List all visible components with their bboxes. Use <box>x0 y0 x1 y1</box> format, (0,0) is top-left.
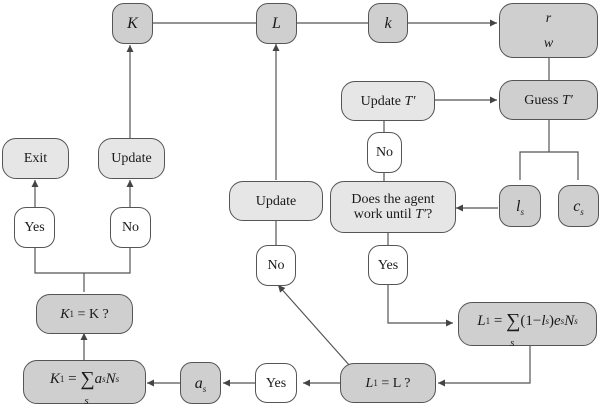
paren-close: ) <box>549 312 554 329</box>
edge-branch-ls-cs <box>519 151 579 180</box>
label-c-s: cs <box>573 197 584 217</box>
equation-rest: = K ? <box>74 306 109 322</box>
node-capital-l: L <box>256 3 297 44</box>
node-label: Update <box>111 151 152 166</box>
k-symbol: K <box>60 306 70 322</box>
sigma-glyph: ∑ <box>506 309 521 332</box>
label-r: r <box>545 10 552 26</box>
edge-branch-yes-no <box>34 247 131 274</box>
node-yes-k: Yes <box>14 207 55 248</box>
equation-rest: = L ? <box>377 375 411 391</box>
node-label: Guess <box>524 92 559 108</box>
node-label: K <box>127 15 138 32</box>
node-update-t-prime: Update T′ <box>341 81 435 121</box>
t-prime-symbol: T′ <box>415 207 427 222</box>
node-label: Yes <box>24 220 45 235</box>
base: a <box>194 374 203 392</box>
node-guess-t-prime: Guess T′ <box>499 80 598 120</box>
node-exit: Exit <box>2 138 69 179</box>
base: c <box>573 197 581 215</box>
edge-l1eq-to-no <box>277 284 351 367</box>
node-capital-k: K <box>112 3 153 44</box>
sigma-glyph: ∑ <box>80 367 95 390</box>
node-no-work: No <box>367 132 402 173</box>
equals: = <box>64 370 81 387</box>
question-line-2: work until T′? <box>354 207 433 222</box>
node-label: Exit <box>23 151 48 166</box>
node-label: No <box>121 220 140 235</box>
node-no-l: No <box>256 245 296 286</box>
sigma-symbol: ∑s <box>80 369 94 407</box>
l-symbol: L <box>477 312 486 329</box>
paren-open: (1− <box>520 312 542 329</box>
node-small-k: k <box>368 3 408 43</box>
a-symbol: a <box>94 370 103 387</box>
subscript: s <box>580 206 584 217</box>
question-line-1: Does the agent <box>351 192 435 207</box>
label-l-s: ls <box>516 197 524 217</box>
node-label: Yes <box>265 375 287 391</box>
node-no-k: No <box>110 207 151 248</box>
l-symbol: l <box>541 312 546 329</box>
edge-l1sum-to-l1eq <box>438 345 531 387</box>
sigma-index: s <box>510 336 515 349</box>
node-label: L <box>272 15 281 32</box>
node-yes-l: Yes <box>255 363 297 403</box>
base: l <box>516 197 521 215</box>
node-label: No <box>267 258 285 273</box>
node-yes-work: Yes <box>368 245 408 285</box>
equals: = <box>490 312 507 329</box>
sigma-symbol: ∑s <box>506 311 520 349</box>
node-update-l: Update <box>229 181 323 221</box>
node-label: k <box>384 14 392 32</box>
l-symbol: L <box>365 375 374 391</box>
node-label: Yes <box>377 257 399 273</box>
node-a-s: as <box>180 362 221 404</box>
node-label: Update <box>360 93 402 109</box>
subscript: s <box>520 206 524 217</box>
n-symbol: N <box>105 370 116 387</box>
node-question-work-until: Does the agent work until T′? <box>330 181 456 233</box>
node-update-k: Update <box>98 138 165 179</box>
node-c-s: cs <box>558 185 599 227</box>
node-label: Update <box>255 193 297 209</box>
k-symbol: K <box>49 370 60 387</box>
label-a-s: as <box>194 374 207 394</box>
t-prime-symbol: T′ <box>404 93 416 109</box>
label-w: w <box>543 35 554 51</box>
subscript: s <box>202 383 207 394</box>
sigma-index: s <box>84 394 89 407</box>
question-mark: ? <box>426 207 433 222</box>
t-prime-symbol: T′ <box>561 92 573 108</box>
node-l-s: ls <box>499 185 541 227</box>
e-symbol: e <box>554 312 561 329</box>
node-label: No <box>375 145 394 160</box>
label-text: work until <box>353 207 412 222</box>
node-r-w: r w <box>499 3 598 58</box>
n-symbol: N <box>564 312 575 329</box>
edge-yes-to-l1sum <box>387 283 453 327</box>
